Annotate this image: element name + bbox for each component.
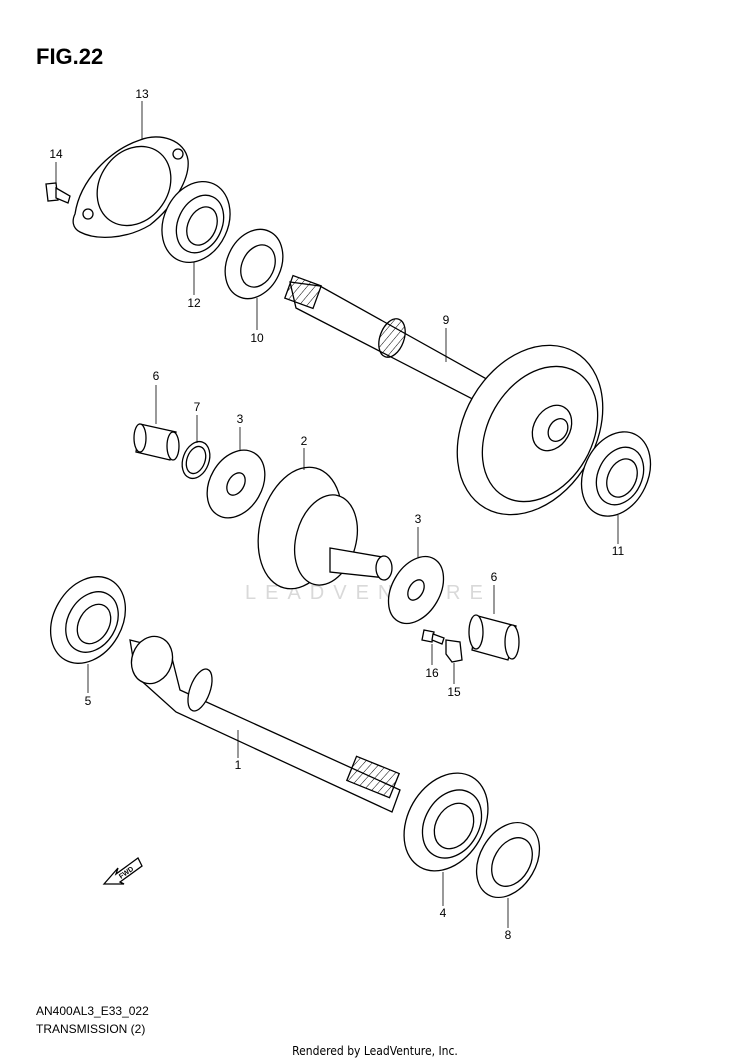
callout-10: 10 bbox=[250, 331, 264, 345]
callout-4: 4 bbox=[439, 906, 447, 920]
bearing-part-5 bbox=[49, 576, 127, 664]
washer-part-3-lower bbox=[387, 555, 445, 625]
drive-shaft-part-1 bbox=[129, 635, 401, 813]
callout-6-upper: 6 bbox=[152, 369, 160, 383]
callout-5: 5 bbox=[84, 694, 92, 708]
callout-9: 9 bbox=[442, 313, 450, 327]
bolt-part-14 bbox=[45, 182, 71, 204]
bearing-part-12 bbox=[161, 180, 231, 264]
callout-8: 8 bbox=[504, 928, 512, 942]
callout-15: 15 bbox=[447, 685, 461, 699]
bearing-part-11 bbox=[580, 431, 652, 517]
driven-shaft-part-9 bbox=[283, 274, 604, 516]
callout-16: 16 bbox=[425, 666, 439, 680]
needle-bearing-part-6-upper bbox=[133, 423, 180, 461]
callout-7: 7 bbox=[193, 400, 201, 414]
figure-title: FIG.22 bbox=[36, 44, 104, 69]
oil-seal-part-8 bbox=[475, 821, 541, 899]
callout-14: 14 bbox=[49, 147, 63, 161]
bearing-part-10 bbox=[224, 228, 284, 300]
lock-plate-part-15 bbox=[445, 639, 463, 663]
callout-6-lower: 6 bbox=[490, 570, 498, 584]
fwd-label: FWD bbox=[118, 866, 135, 881]
circlip-part-7 bbox=[181, 440, 211, 480]
counter-gear-part-2 bbox=[257, 466, 393, 590]
callout-3-upper: 3 bbox=[236, 412, 244, 426]
footer-credit: Rendered by LeadVenture, Inc. bbox=[292, 1044, 458, 1058]
leader-lines bbox=[55, 101, 619, 928]
screw-part-16 bbox=[421, 629, 445, 645]
callout-12: 12 bbox=[187, 296, 201, 310]
bearing-part-4 bbox=[403, 772, 489, 872]
figure-name: TRANSMISSION (2) bbox=[36, 1022, 146, 1036]
callout-1: 1 bbox=[234, 758, 242, 772]
callout-11: 11 bbox=[611, 544, 625, 558]
gasket-plate-part-13 bbox=[72, 136, 189, 238]
washer-part-3-upper bbox=[206, 449, 266, 519]
figure-code: AN400AL3_E33_022 bbox=[36, 1004, 149, 1018]
needle-bearing-part-6-lower bbox=[468, 614, 520, 661]
fwd-arrow-icon bbox=[102, 857, 143, 885]
callout-3-lower: 3 bbox=[414, 512, 422, 526]
callout-2: 2 bbox=[300, 434, 308, 448]
callout-13: 13 bbox=[135, 87, 149, 101]
